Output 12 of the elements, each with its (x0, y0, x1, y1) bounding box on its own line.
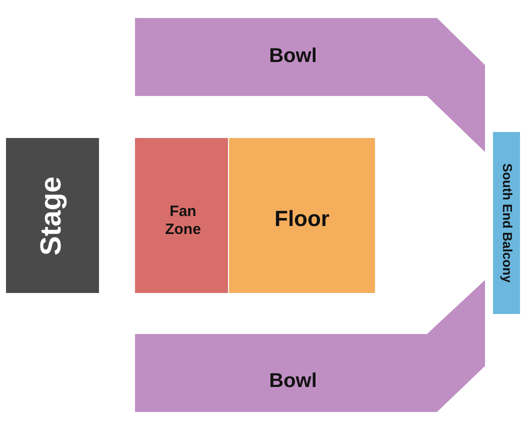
section-label: Fan Zone (164, 203, 202, 239)
section-label: Floor (274, 206, 330, 232)
section-label: Bowl (269, 44, 317, 68)
stage (6, 138, 99, 293)
section-label: South End Balcony (498, 163, 514, 283)
balcony-section (493, 132, 520, 314)
section-label: Bowl (269, 369, 317, 393)
section-label: Stage (34, 176, 69, 256)
floor-section (229, 138, 375, 293)
fan-zone-section (135, 138, 228, 293)
bowl-section (135, 280, 485, 412)
bowl-section (135, 18, 485, 152)
